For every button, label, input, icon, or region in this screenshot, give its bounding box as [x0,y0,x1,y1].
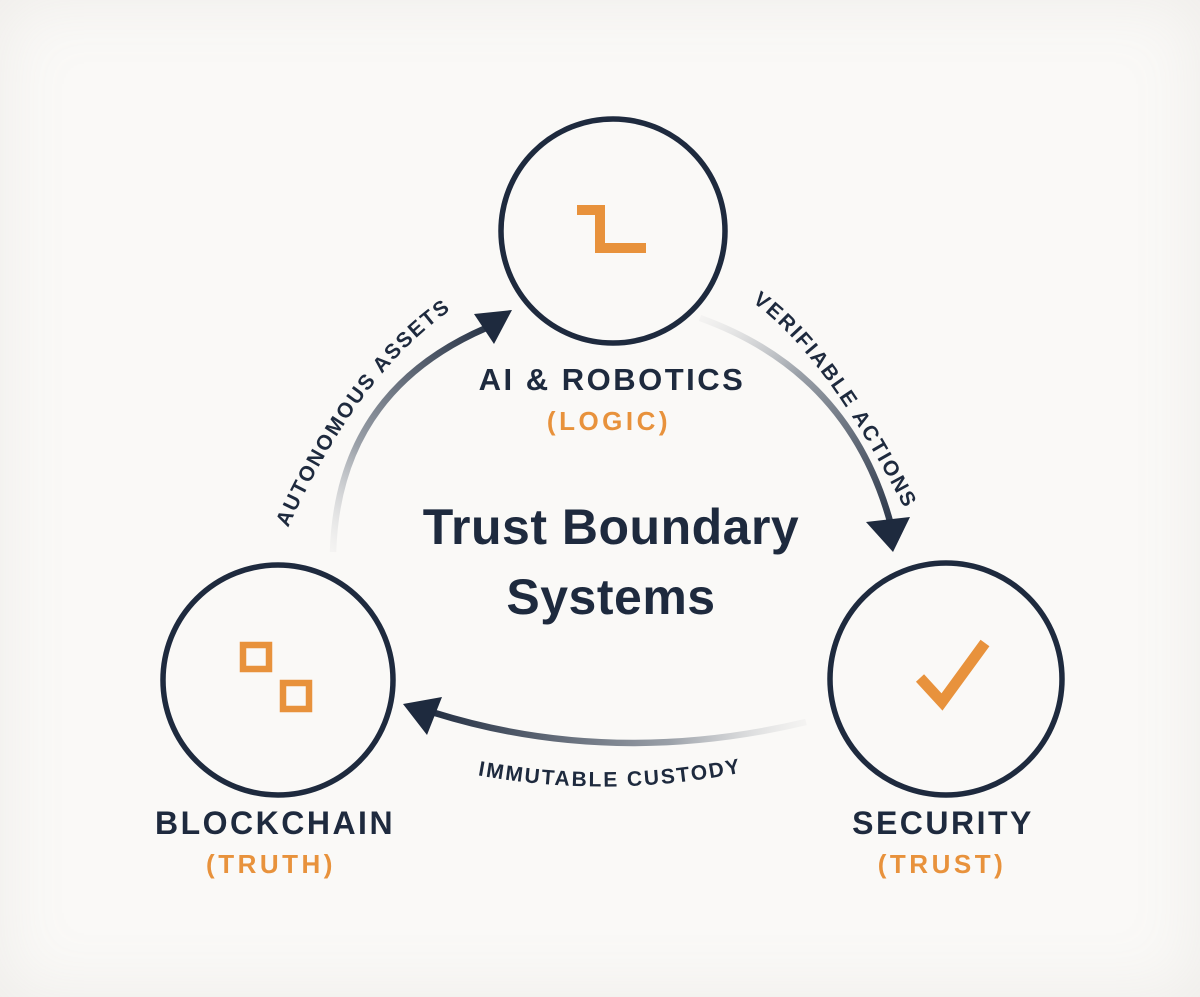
verifiable-actions-arrowhead-icon [866,517,910,552]
node-blockchain [160,562,396,798]
immutable-custody-arrowhead-icon [403,697,442,735]
immutable-custody-arrow-shaft [434,709,807,747]
blockchain-label: BLOCKCHAIN [154,805,396,841]
node-security [827,560,1065,798]
edge-label-verifiable-actions: VERIFIABLE ACTIONS [749,287,921,512]
verifiable-actions-arrow-shaft [698,314,895,526]
edge-immutable-custody: IMMUTABLE CUSTODY [403,697,807,792]
security-circle [827,560,1065,798]
step-circuit-icon [577,205,646,253]
security-sublabel: (TRUST) [877,849,1007,879]
ai-robotics-sublabel: (LOGIC) [546,406,672,436]
ai-robotics-circle [498,116,728,346]
ai-robotics-label: AI & ROBOTICS [478,362,746,397]
diagram-title: Trust Boundary Systems [422,499,800,625]
autonomous-assets-arrowhead-icon [474,310,512,344]
node-ai-robotics [498,116,728,346]
autonomous-assets-arrow-shaft [329,325,488,553]
security-label: SECURITY [852,805,1034,841]
blockchain-sublabel: (TRUTH) [206,849,336,879]
edge-label-immutable-custody: IMMUTABLE CUSTODY [477,755,744,792]
blockchain-circle [160,562,396,798]
blocks-icon [239,641,313,713]
checkmark-icon [915,639,990,711]
